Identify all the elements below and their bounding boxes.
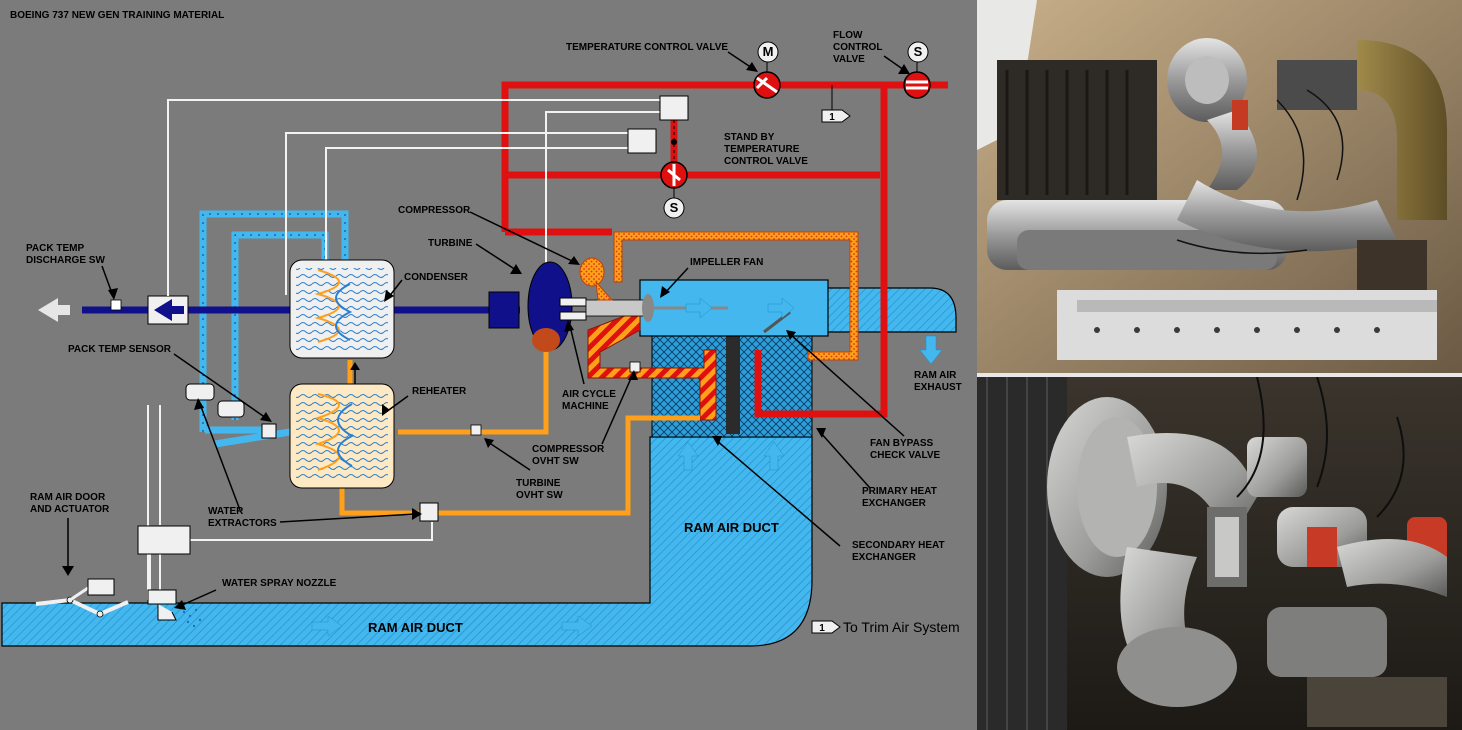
water-spray-nozzle xyxy=(147,589,202,628)
heat-exchanger-divider xyxy=(726,336,740,434)
label-impeller-fan: IMPELLER FAN xyxy=(690,257,763,268)
condenser xyxy=(289,259,395,359)
pack-controller-box xyxy=(659,95,689,121)
label-flow-control-valve-3: VALVE xyxy=(833,54,865,65)
flow-control-valve: S xyxy=(903,41,931,99)
label-ram-air-exhaust-2: EXHAUST xyxy=(914,382,962,393)
label-water-spray-nozzle: WATER SPRAY NOZZLE xyxy=(222,578,337,589)
sensor-lines xyxy=(147,99,660,600)
label-pack-temp-sensor: PACK TEMP SENSOR xyxy=(68,344,172,355)
label-acm-1: AIR CYCLE xyxy=(562,389,616,400)
label-ram-air-duct-upper: RAM AIR DUCT xyxy=(684,520,779,535)
ram-air-controller-box xyxy=(137,525,191,555)
solenoid-symbol: S xyxy=(914,44,923,59)
temperature-control-valve: M xyxy=(753,41,781,99)
standby-controller-box xyxy=(627,128,657,154)
pack-diagram: BOEING 737 NEW GEN TRAINING MATERIAL xyxy=(1,10,962,647)
reheater xyxy=(289,383,395,489)
pack-temp-sensor xyxy=(261,423,277,439)
compressor-ovht-switch xyxy=(629,361,641,373)
label-condenser: CONDENSER xyxy=(404,272,469,283)
turbine-ovht-switch xyxy=(470,424,482,436)
water-extractor-1 xyxy=(185,383,215,401)
trim-air-tag-number: 1 xyxy=(829,112,835,123)
trim-air-tag xyxy=(821,109,851,123)
ram-air-duct-lower xyxy=(1,436,813,647)
mix-sensor-box xyxy=(419,502,439,522)
label-flow-control-valve-2: CONTROL xyxy=(833,42,882,53)
label-water-extractors-2: EXTRACTORS xyxy=(208,518,277,529)
label-compressor-ovht-2: OVHT SW xyxy=(532,456,579,467)
label-fan-bypass-1: FAN BYPASS xyxy=(870,438,933,449)
label-ram-air-door-1: RAM AIR DOOR xyxy=(30,492,106,503)
standby-solenoid-symbol: S xyxy=(670,200,679,215)
standby-temperature-control-valve: S xyxy=(660,161,688,219)
label-pack-temp-discharge-2: DISCHARGE SW xyxy=(26,255,105,266)
motor-symbol: M xyxy=(763,44,774,59)
label-water-extractors-1: WATER xyxy=(208,506,244,517)
air-cycle-machine xyxy=(488,257,654,352)
photo-separator xyxy=(977,373,1462,377)
leader-arrowheads xyxy=(62,62,910,610)
leader-lines xyxy=(67,51,905,607)
air-cycle-machine-photo xyxy=(977,377,1462,730)
discharge-arrow-icon xyxy=(38,298,58,322)
trim-note-text: To Trim Air System xyxy=(843,619,960,635)
label-primary-hx-2: EXCHANGER xyxy=(862,498,927,509)
label-temperature-control-valve: TEMPERATURE CONTROL VALVE xyxy=(566,42,728,53)
label-standby-2: TEMPERATURE xyxy=(724,144,800,155)
label-reheater: REHEATER xyxy=(412,386,467,397)
compressor-outlet-duct xyxy=(613,231,859,361)
pack-temp-discharge-sensor xyxy=(110,299,122,311)
label-primary-hx-1: PRIMARY HEAT xyxy=(862,486,937,497)
label-acm-2: MACHINE xyxy=(562,401,609,412)
label-ram-air-exhaust-1: RAM AIR xyxy=(914,370,957,381)
label-ram-air-door-2: AND ACTUATOR xyxy=(30,504,110,515)
ram-air-exhaust-arrow-icon xyxy=(919,335,943,365)
label-turbine-ovht-1: TURBINE xyxy=(516,478,561,489)
flow-arrows xyxy=(311,297,795,637)
label-secondary-hx-1: SECONDARY HEAT xyxy=(852,540,945,551)
warm-air-lines xyxy=(339,340,700,516)
label-secondary-hx-2: EXCHANGER xyxy=(852,552,917,563)
flow-left-arrow-icon xyxy=(154,299,184,321)
label-compressor: COMPRESSOR xyxy=(398,205,471,216)
label-fan-bypass-2: CHECK VALVE xyxy=(870,450,941,461)
label-turbine: TURBINE xyxy=(428,238,473,249)
fan-bypass-check-valve xyxy=(763,310,791,334)
water-extractor-2 xyxy=(217,400,245,418)
label-flow-control-valve-1: FLOW xyxy=(833,30,863,41)
secondary-hx-duct xyxy=(587,309,717,421)
trim-note-tag xyxy=(811,620,841,634)
label-turbine-ovht-2: OVHT SW xyxy=(516,490,563,501)
label-pack-temp-discharge-1: PACK TEMP xyxy=(26,243,84,254)
trim-note-ref: 1 xyxy=(819,623,825,634)
ram-air-door xyxy=(35,578,129,618)
label-compressor-ovht-1: COMPRESSOR xyxy=(532,444,605,455)
label-standby-1: STAND BY xyxy=(724,132,775,143)
pack-installation-photo xyxy=(977,0,1462,373)
label-ram-air-duct-lower: RAM AIR DUCT xyxy=(368,620,463,635)
header-title: BOEING 737 NEW GEN TRAINING MATERIAL xyxy=(10,10,224,21)
label-standby-3: CONTROL VALVE xyxy=(724,156,808,167)
